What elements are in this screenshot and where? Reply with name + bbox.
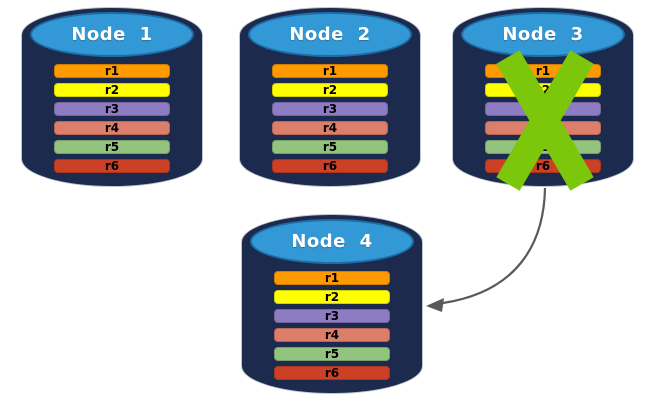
node-2: Node 2 r1 r2 r3 r4 r5 r6 — [240, 8, 420, 186]
node-label: Node 3 — [502, 24, 584, 45]
row-r1: r1 — [274, 271, 390, 285]
node-label: Node 2 — [289, 24, 371, 45]
row-r3: r3 — [54, 102, 170, 116]
row-r6: r6 — [485, 159, 601, 173]
row-r6: r6 — [54, 159, 170, 173]
row-r1: r1 — [272, 64, 388, 78]
row-r4: r4 — [54, 121, 170, 135]
row-r2: r2 — [274, 290, 390, 304]
cylinder-top: Node 2 — [248, 12, 412, 57]
node-3: Node 3 r1 r2 r3 r4 r5 r6 — [453, 8, 633, 186]
cylinder-top: Node 1 — [30, 12, 194, 57]
row-r2: r2 — [485, 83, 601, 97]
cylinder-top: Node 4 — [250, 219, 414, 264]
row-r3: r3 — [274, 309, 390, 323]
row-r5: r5 — [272, 140, 388, 154]
node-4: Node 4 r1 r2 r3 r4 r5 r6 — [242, 215, 422, 393]
row-r6: r6 — [274, 366, 390, 380]
node-label: Node 1 — [71, 24, 153, 45]
failover-arrow-icon — [426, 187, 547, 312]
cylinder-top: Node 3 — [461, 12, 625, 57]
row-r4: r4 — [274, 328, 390, 342]
row-r3: r3 — [485, 102, 601, 116]
node-1: Node 1 r1 r2 r3 r4 r5 r6 — [22, 8, 202, 186]
row-list: r1 r2 r3 r4 r5 r6 — [272, 64, 388, 173]
row-r4: r4 — [272, 121, 388, 135]
row-list: r1 r2 r3 r4 r5 r6 — [274, 271, 390, 380]
row-list: r1 r2 r3 r4 r5 r6 — [485, 64, 601, 173]
row-r3: r3 — [272, 102, 388, 116]
row-r1: r1 — [54, 64, 170, 78]
row-r1: r1 — [485, 64, 601, 78]
row-r5: r5 — [485, 140, 601, 154]
row-r2: r2 — [272, 83, 388, 97]
row-r5: r5 — [54, 140, 170, 154]
row-r6: r6 — [272, 159, 388, 173]
row-r4: r4 — [485, 121, 601, 135]
row-list: r1 r2 r3 r4 r5 r6 — [54, 64, 170, 173]
row-r2: r2 — [54, 83, 170, 97]
node-label: Node 4 — [291, 231, 373, 252]
row-r5: r5 — [274, 347, 390, 361]
